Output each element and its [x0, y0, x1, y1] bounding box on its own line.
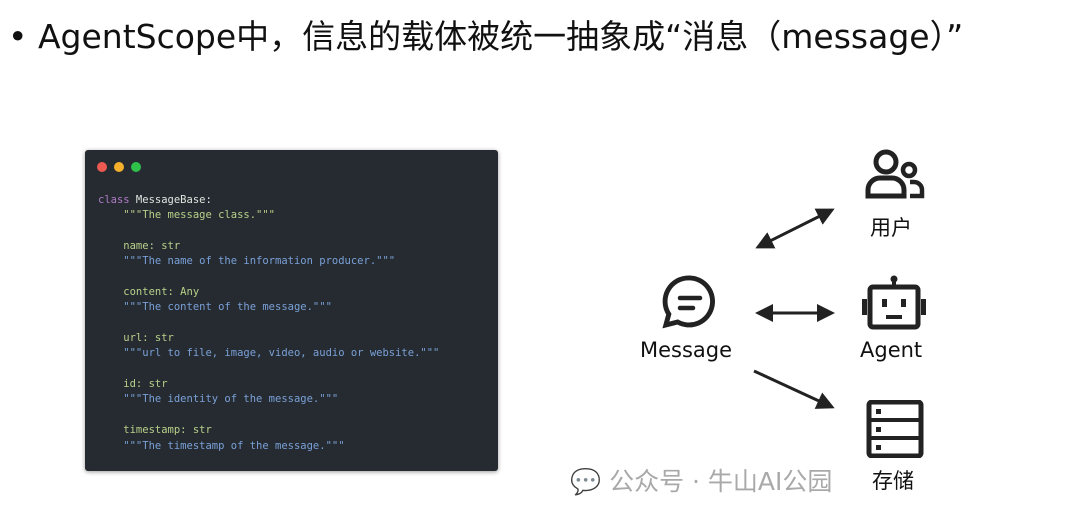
code-line: url: str — [98, 332, 174, 345]
arrow-storage — [753, 369, 835, 409]
agent-label: Agent — [860, 338, 923, 362]
watermark: 💬 公众号 · 牛山AI公园 — [570, 467, 833, 496]
storage-label: 存储 — [872, 469, 914, 493]
user-label: 用户 — [870, 216, 912, 240]
slide-title: • AgentScope中，信息的载体被统一抽象成“消息（message）” — [8, 17, 964, 56]
code-line: """The timestamp of the message.""" — [98, 439, 345, 452]
code-line: timestamp: str — [98, 424, 212, 437]
code-line: """The message class.""" — [98, 209, 276, 222]
code-line: id: str — [98, 378, 168, 391]
minimize-dot-icon — [114, 162, 124, 172]
maximize-dot-icon — [131, 162, 141, 172]
code-keyword: class — [98, 194, 130, 206]
code-line: """The content of the message.""" — [98, 301, 332, 314]
code-line: content: Any — [98, 286, 200, 299]
code-line: """url to file, image, video, audio or w… — [98, 347, 440, 360]
users-icon — [865, 149, 925, 199]
robot-icon — [862, 275, 926, 330]
message-icon — [662, 275, 715, 329]
arrows — [753, 208, 835, 409]
code-window: class MessageBase: """The message class.… — [85, 150, 498, 471]
close-dot-icon — [97, 162, 107, 172]
wechat-icon: 💬 — [570, 467, 602, 496]
code-line: """The identity of the message.""" — [98, 393, 339, 406]
code-line: MessageBase: — [129, 194, 212, 206]
arrow-user — [755, 208, 835, 249]
code-line: name: str — [98, 240, 181, 253]
message-label: Message — [640, 338, 733, 362]
code-line: """The name of the information producer.… — [98, 255, 396, 268]
code-block: class MessageBase: """The message class.… — [98, 193, 439, 454]
storage-icon — [866, 400, 924, 458]
